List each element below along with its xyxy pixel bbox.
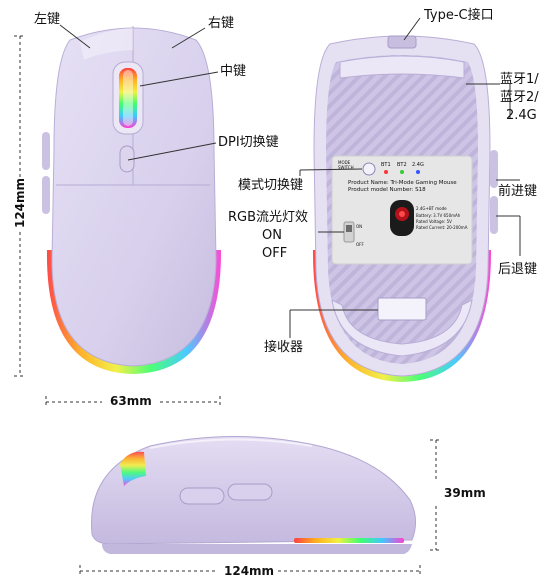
label-mode-switch: 模式切换键 [238,178,304,193]
label-dpi-key: DPI切换键 [218,135,279,150]
label-bluetooth1: 蓝牙1/ [500,72,539,87]
sticker-mode-switch: MODE SWITCH [338,160,354,170]
label-middle-key: 中键 [220,64,247,79]
dimension-height: 39mm [444,486,486,500]
label-left-key: 左键 [34,12,61,27]
sticker-rated-voltage: Rated Voltage: 5V [416,219,452,224]
dimension-length-vertical: 124mm [13,177,27,229]
sticker-rated-current: Rated Current: 20-200mA [416,225,468,230]
sticker-spec-title: 2.4G+BT mode [416,206,447,211]
label-wifi24: 2.4G [506,108,537,123]
dimension-length-horizontal: 124mm [224,564,275,578]
mouse-bottom-view [312,35,498,382]
mouse-side-view [90,435,416,554]
sticker-off: OFF [356,242,364,247]
label-on: ON [262,228,282,243]
label-forward-key: 前进键 [498,184,538,199]
label-type-c: Type-C接口 [424,8,494,23]
sticker-model-number: Product model Number: S18 [348,187,426,193]
mouse-top-view [42,26,222,374]
label-rgb-light: RGB流光灯效 [228,210,309,225]
sticker-24g: 2.4G [412,162,424,168]
sticker-on: ON [356,224,363,229]
label-bluetooth2: 蓝牙2/ [500,90,539,105]
sticker-battery: Battery: 3.7V 650mAh [416,213,461,218]
sticker-product-name: Product Name: Tri-Mode Gaming Mouse [348,180,457,186]
label-back-key: 后退键 [498,262,538,277]
sticker-bt1: BT1 [381,162,391,168]
dimension-lines [14,35,442,577]
label-receiver: 接收器 [264,340,304,355]
label-right-key: 右键 [208,16,235,31]
sticker-bt2: BT2 [397,162,407,168]
callout-lines [59,17,521,338]
label-off: OFF [262,246,288,261]
dimension-width: 63mm [110,394,152,408]
